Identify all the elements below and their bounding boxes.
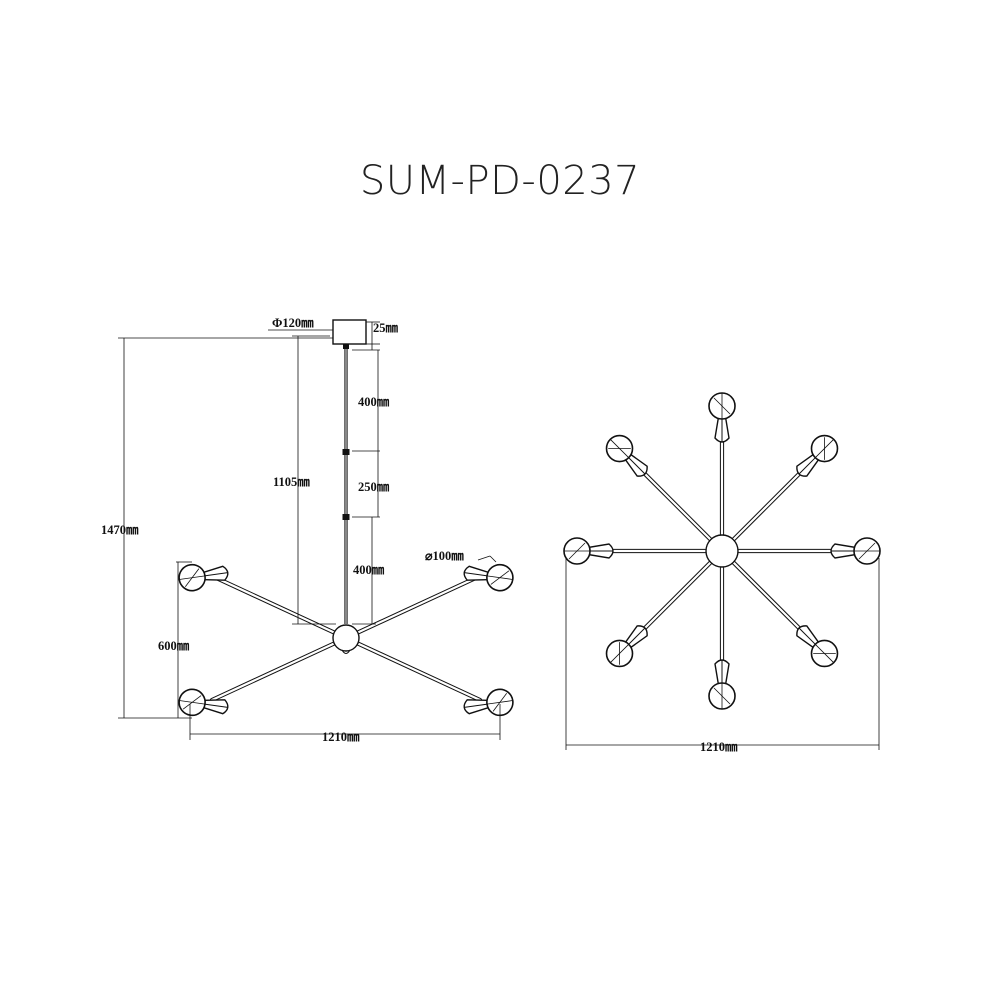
hub	[705, 534, 739, 568]
rod-coupler	[342, 514, 350, 520]
total-height-label: 1470㎜	[101, 523, 139, 537]
light-shade	[176, 558, 231, 594]
side-width-label: 1210㎜	[322, 730, 360, 744]
arm-span-label: 600㎜	[158, 639, 190, 653]
top-view: 1210㎜	[563, 392, 881, 754]
rod-coupler	[342, 449, 350, 455]
light-shade	[461, 558, 516, 594]
light-shade	[708, 659, 736, 710]
shade-diameter-label: ⌀100㎜	[425, 549, 464, 563]
side-view: Φ120㎜ 25㎜ 400㎜ 250㎜ 400㎜ 1105㎜ 1470㎜ ⌀10…	[101, 316, 516, 744]
light-shade	[461, 686, 516, 722]
light-shade	[176, 686, 231, 722]
canopy-mount	[343, 344, 349, 349]
rod-segment-1-label: 400㎜	[358, 395, 390, 409]
rod-segment-2-label: 250㎜	[358, 480, 390, 494]
top-width-label: 1210㎜	[700, 740, 738, 754]
light-shade	[708, 392, 736, 443]
rod-total-label: 1105㎜	[273, 475, 310, 489]
canopy-height-label: 25㎜	[373, 321, 399, 335]
rod-segment-3-label: 400㎜	[353, 563, 385, 577]
light-shade	[563, 537, 614, 565]
hub	[332, 624, 360, 652]
canopy	[332, 319, 367, 345]
canopy-diameter-label: Φ120㎜	[272, 316, 314, 330]
light-shade	[830, 537, 881, 565]
model-title: SUM-PD-0237	[359, 158, 641, 204]
